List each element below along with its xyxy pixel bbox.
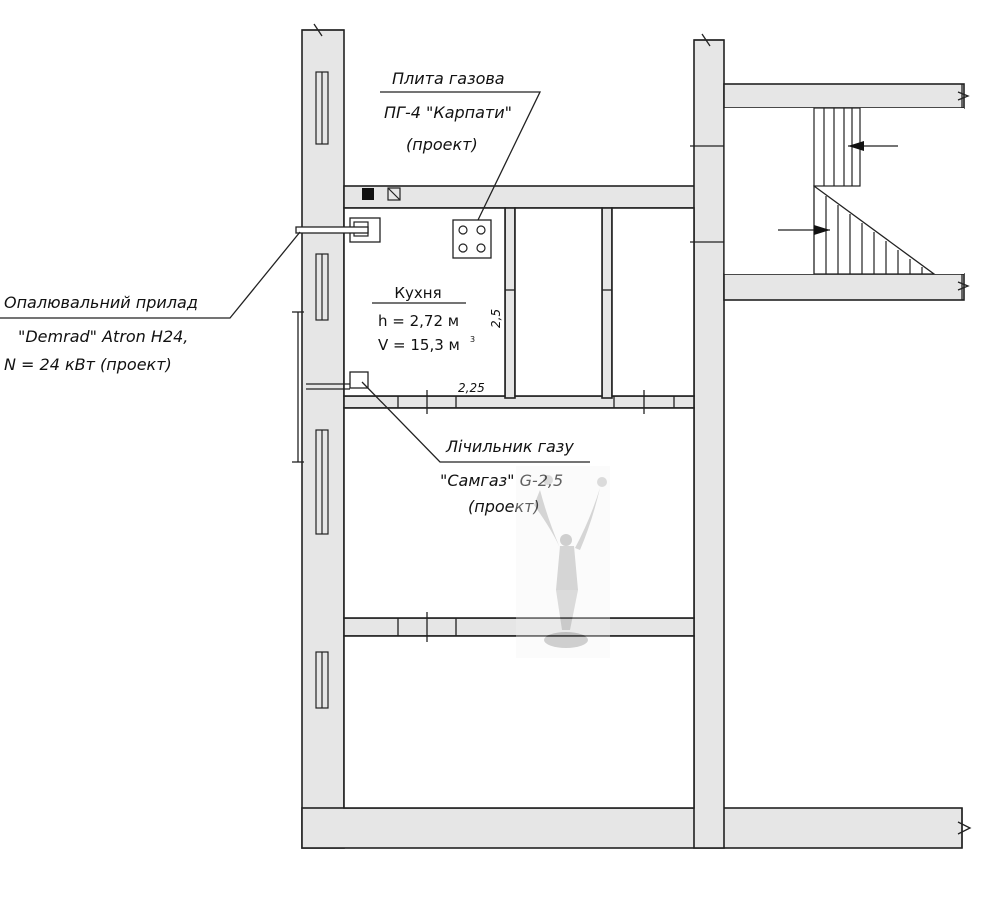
- kitchen-dim-width: 2,25: [458, 381, 485, 395]
- meter-callout: Лічильник газу "Самгаз" G-2,5 (проект): [440, 437, 574, 516]
- vent-shaft-2: [387, 187, 401, 201]
- kitchen-volume: V = 15,3 м: [378, 336, 460, 354]
- kitchen-volume-unit: 3: [470, 335, 475, 344]
- kitchen-name: Кухня: [394, 284, 441, 302]
- room-2: [514, 207, 603, 397]
- stove-label-2: ПГ-4 "Карпати": [384, 103, 512, 122]
- heater-callout: Опалювальний прилад "Demrad" Atron H24, …: [4, 293, 198, 374]
- meter-label-3: (проект): [468, 497, 540, 516]
- staircase: [723, 107, 964, 275]
- heater-label-3: N = 24 кВт (проект): [4, 355, 172, 374]
- room-4: [343, 407, 695, 619]
- partition-wall-1: [343, 395, 695, 409]
- kitchen-height: h = 2,72 м: [378, 312, 459, 330]
- leader-lines: [0, 91, 590, 463]
- stove-label-1: Плита газова: [392, 69, 505, 88]
- stove-symbol: [452, 219, 492, 259]
- left-dimension: [292, 311, 304, 463]
- partition-wall-3: [504, 207, 516, 399]
- statue-watermark: [516, 466, 610, 658]
- room-5: [343, 635, 695, 809]
- kitchen-dim-length: 2,5: [489, 309, 503, 328]
- kitchen-label: Кухня h = 2,72 м V = 15,3 м 3 2,25 2,5: [372, 284, 503, 395]
- windows-left: [315, 71, 329, 709]
- doors: [397, 145, 728, 642]
- partition-wall-4: [601, 207, 613, 399]
- stove-label-3: (проект): [406, 135, 478, 154]
- stair-arrow-1: [848, 141, 898, 151]
- rooms: [343, 207, 695, 809]
- stair-arrow-2: [778, 225, 830, 235]
- right-inner-wall: [693, 39, 725, 849]
- meter-label-1: Лічильник газу: [445, 437, 574, 456]
- bottom-wall: [301, 807, 963, 849]
- stair-bottom-wall: [723, 273, 965, 301]
- stove-callout: Плита газова ПГ-4 "Карпати" (проект): [384, 69, 512, 154]
- vent-shaft-1: [362, 188, 374, 200]
- left-outer-wall: [301, 29, 345, 849]
- room-3: [611, 207, 695, 397]
- heater-symbol: [295, 217, 381, 243]
- break-symbols: [302, 23, 972, 848]
- heater-label-1: Опалювальний прилад: [4, 293, 198, 312]
- heater-label-2: "Demrad" Atron H24,: [18, 327, 188, 346]
- meter-label-2: "Самгаз" G-2,5: [440, 471, 563, 490]
- stair-top-wall: [723, 83, 965, 109]
